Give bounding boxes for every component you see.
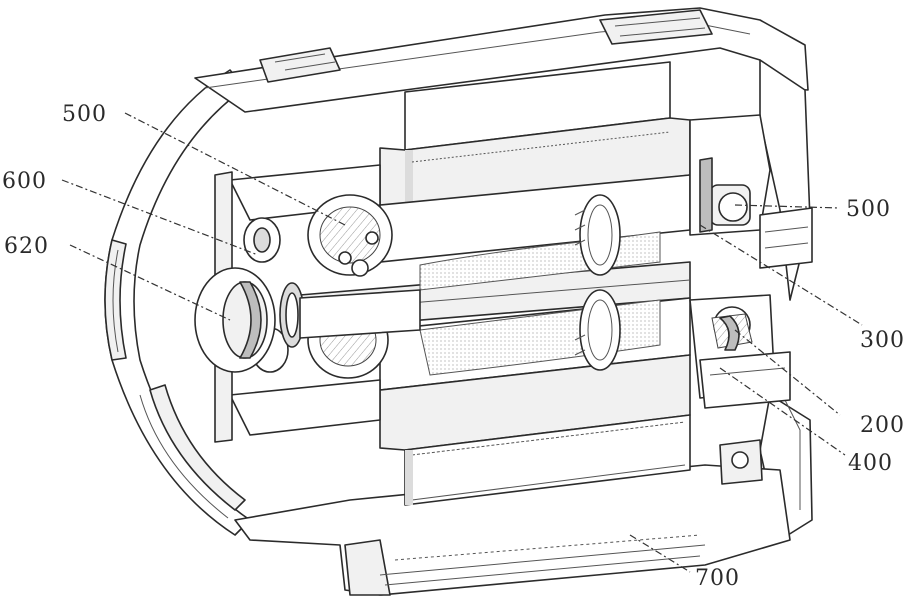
label-400: 400 bbox=[848, 451, 893, 476]
label-300: 300 bbox=[860, 328, 905, 353]
label-500-right: 500 bbox=[846, 197, 891, 222]
label-620: 620 bbox=[4, 234, 49, 259]
label-500-top: 500 bbox=[62, 102, 107, 127]
right-end-assembly bbox=[689, 114, 813, 485]
leader-400 bbox=[719, 367, 846, 456]
leader-620 bbox=[69, 244, 231, 321]
label-600: 600 bbox=[2, 169, 47, 194]
left-end-assembly bbox=[194, 164, 421, 443]
reference-labels: 500 600 620 500 300 200 400 700 bbox=[2, 102, 905, 591]
leader-600 bbox=[61, 179, 259, 256]
leader-300 bbox=[699, 224, 863, 326]
leader-500-right bbox=[734, 204, 841, 209]
stator-core bbox=[299, 61, 691, 506]
motor-housing bbox=[104, 7, 813, 596]
leader-500-top bbox=[124, 112, 346, 226]
label-700: 700 bbox=[695, 566, 740, 591]
leader-lines bbox=[61, 112, 863, 573]
label-200: 200 bbox=[860, 413, 905, 438]
leader-700 bbox=[629, 534, 691, 573]
